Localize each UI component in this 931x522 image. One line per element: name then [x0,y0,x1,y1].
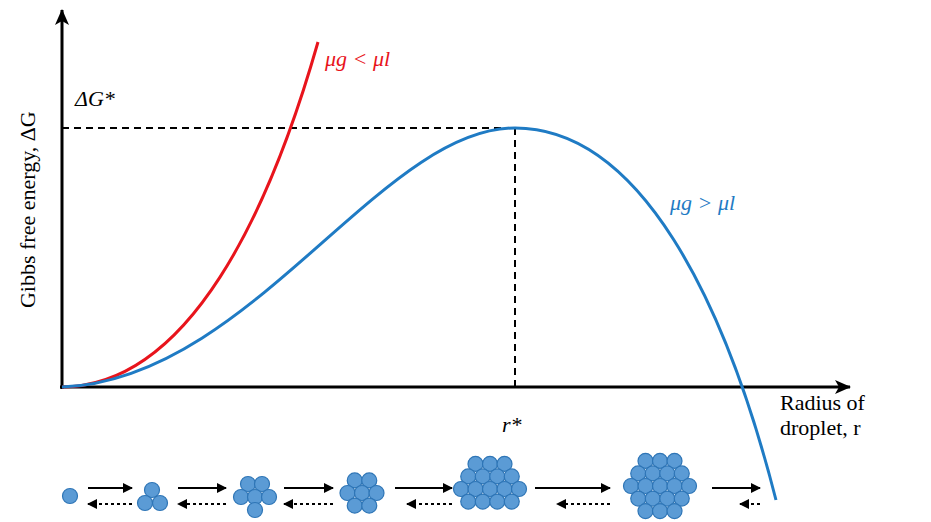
x-axis-title: Radius of droplet, r [780,390,910,441]
grow-arrow [535,487,610,489]
molecule [63,489,78,504]
barrier-label: ΔG* [75,86,115,111]
y-axis-title: Gibbs free energy, ΔG [14,112,39,309]
grow-arrow [284,487,333,489]
y-axis [61,10,64,389]
shrink-arrow [284,503,333,505]
molecule [262,490,277,505]
molecule [362,498,377,513]
molecule [347,498,362,513]
shrink-arrow [88,503,132,505]
molecule [138,496,153,511]
grow-arrow [712,487,760,489]
grow-arrow [178,487,226,489]
x-axis [60,386,850,389]
molecule [153,496,168,511]
molecule [475,494,490,509]
barrier-dash [62,127,515,129]
molecule [653,504,668,519]
curve-label: μg > μl [670,190,735,215]
molecule [248,503,263,518]
molecule [461,494,476,509]
molecule [638,504,653,519]
droplet-clusters [63,453,697,518]
shrink-arrow [557,503,610,505]
red-curve [62,42,318,387]
blue-curve [62,128,776,500]
shrink-arrow [407,503,452,505]
radius-dash [514,128,516,387]
growth-arrows [88,488,760,504]
grow-arrow [395,487,452,489]
critical-radius: r* [502,412,522,437]
molecule [234,490,249,505]
grow-arrow [88,487,132,489]
shrink-arrow [178,503,226,505]
curve-label: μg < μl [325,46,390,71]
molecule [490,494,505,509]
shrink-arrow [740,503,760,505]
molecule [667,504,682,519]
molecule [504,494,519,509]
